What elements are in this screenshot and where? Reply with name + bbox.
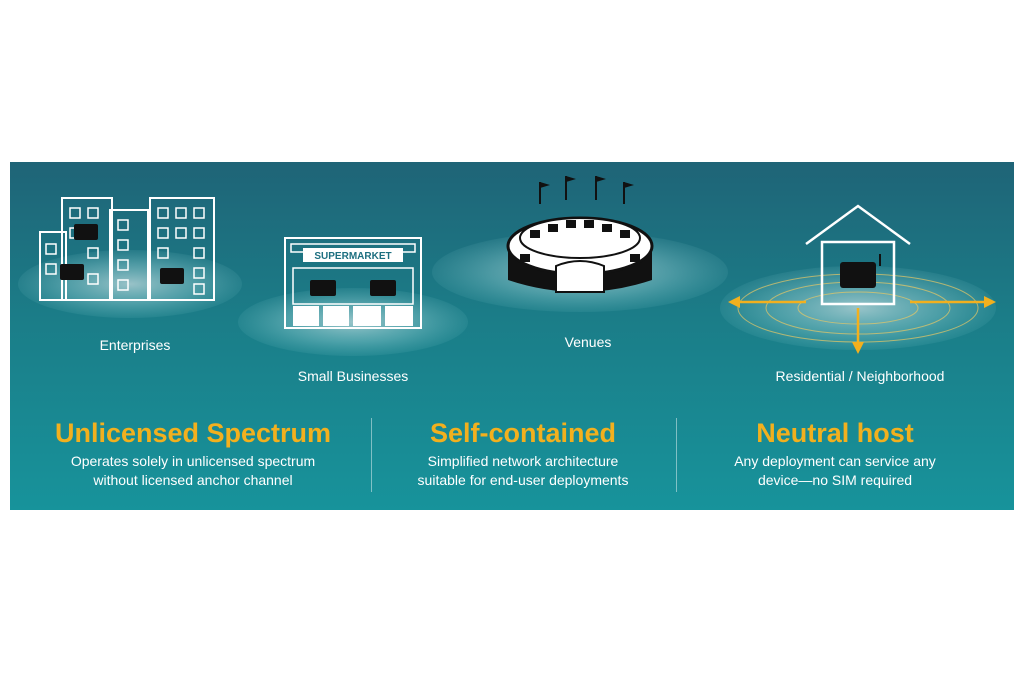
scene-label-enterprises: Enterprises [99, 337, 171, 353]
feature-self-contained: Self-contained Simplified network archit… [363, 416, 683, 490]
house-icon [737, 204, 979, 343]
supermarket-icon: SUPERMARKET [284, 237, 422, 329]
supermarket-sign-text: SUPERMARKET [314, 251, 391, 262]
office-buildings-icon [39, 197, 215, 301]
stadium-icon [506, 176, 654, 293]
scene-label-venues: Venues [564, 334, 612, 350]
column-divider [676, 418, 677, 492]
enterprises-glow [18, 250, 242, 318]
coverage-arrows-icon [728, 296, 996, 354]
deployment-banner: SUPERMARKET [10, 162, 1014, 510]
feature-title: Unlicensed Spectrum [54, 418, 332, 448]
feature-description-line: suitable for end-user deployments [417, 472, 629, 488]
deployment-illustration: SUPERMARKET [18, 176, 996, 356]
feature-description-line: Any deployment can service any [734, 453, 936, 469]
enterprise-radio-device-icons [60, 224, 184, 284]
feature-neutral-host: Neutral host Any deployment can service … [675, 416, 995, 490]
column-divider [371, 418, 372, 492]
scene-label-residential: Residential / Neighborhood [775, 368, 945, 384]
feature-description-line: Simplified network architecture [427, 453, 619, 469]
feature-description-line: Operates solely in unlicensed spectrum [70, 453, 316, 469]
feature-description-line: device—no SIM required [757, 472, 913, 488]
scene-label-small-businesses: Small Businesses [297, 368, 409, 384]
feature-title: Neutral host [756, 418, 914, 448]
feature-unlicensed-spectrum: Unlicensed Spectrum Operates solely in u… [33, 416, 353, 490]
feature-title: Self-contained [429, 418, 617, 448]
feature-description-line: without licensed anchor channel [93, 472, 293, 488]
